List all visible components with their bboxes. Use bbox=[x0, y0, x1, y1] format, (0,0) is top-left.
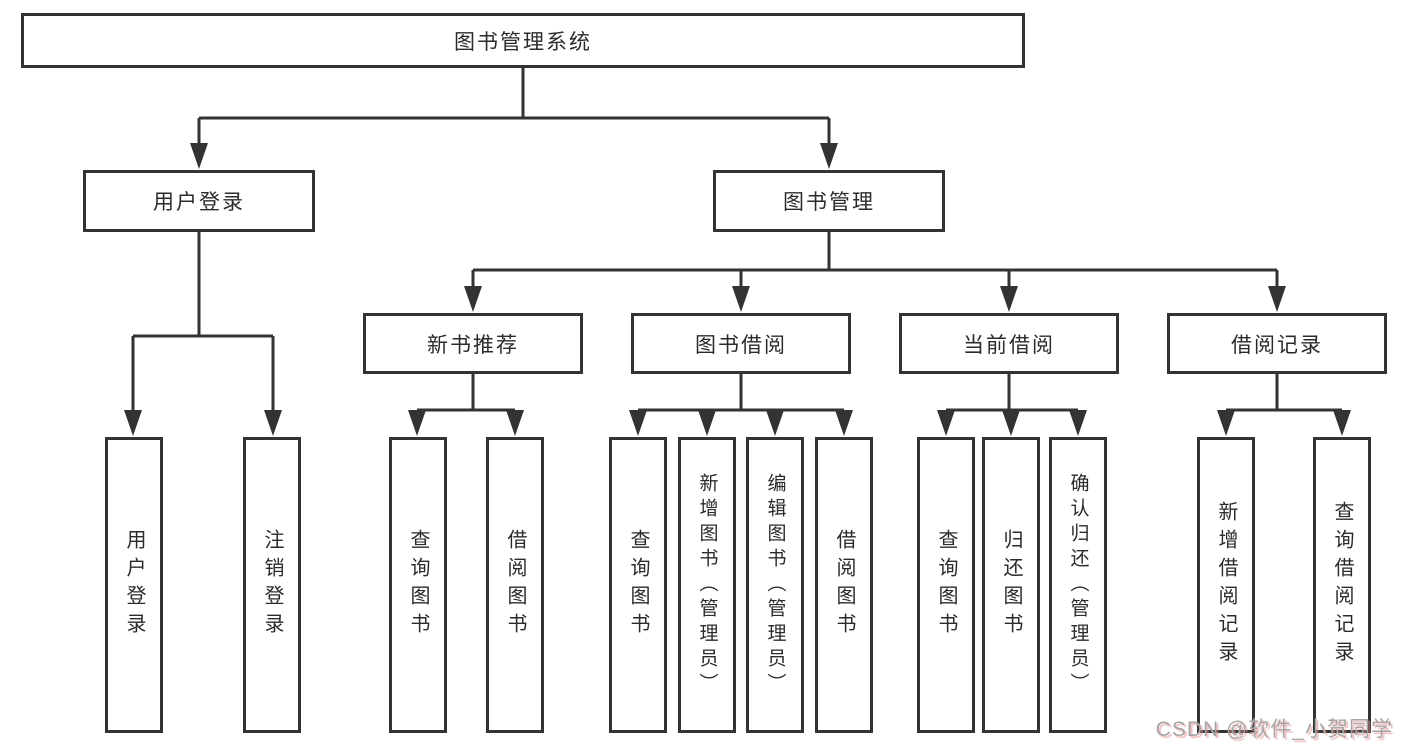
leaf-confirm-return-admin: 确认归还（管理员） bbox=[1049, 437, 1107, 733]
csdn-watermark: CSDN @软件_小贺同学 bbox=[1155, 718, 1393, 741]
leaf-add-borrow-record-label: 新增借阅记录 bbox=[1215, 501, 1237, 669]
leaf-query-book-current-label: 查询图书 bbox=[935, 529, 957, 641]
node-user-login-label: 用户登录 bbox=[153, 191, 245, 214]
leaf-borrow-book-label: 借阅图书 bbox=[833, 529, 855, 641]
node-root: 图书管理系统 bbox=[21, 13, 1025, 68]
leaf-return-book-label: 归还图书 bbox=[1000, 529, 1022, 641]
leaf-query-book-borrow-label: 查询图书 bbox=[627, 529, 649, 641]
leaf-query-book-current: 查询图书 bbox=[917, 437, 975, 733]
node-new-book-recommend-label: 新书推荐 bbox=[427, 333, 519, 357]
leaf-user-login: 用户登录 bbox=[105, 437, 163, 733]
node-borrow-records: 借阅记录 bbox=[1167, 313, 1387, 374]
leaf-user-login-label: 用户登录 bbox=[123, 529, 145, 641]
node-new-book-recommend: 新书推荐 bbox=[363, 313, 583, 374]
node-borrow-records-label: 借阅记录 bbox=[1231, 333, 1323, 357]
leaf-borrow-book-recommend: 借阅图书 bbox=[486, 437, 544, 733]
leaf-borrow-book: 借阅图书 bbox=[815, 437, 873, 733]
leaf-add-book-admin: 新增图书（管理员） bbox=[678, 437, 736, 733]
leaf-borrow-book-recommend-label: 借阅图书 bbox=[504, 529, 526, 641]
leaf-query-book-recommend: 查询图书 bbox=[389, 437, 447, 733]
leaf-logout-label: 注销登录 bbox=[261, 529, 283, 641]
node-root-label: 图书管理系统 bbox=[454, 30, 592, 54]
node-user-login: 用户登录 bbox=[83, 170, 315, 232]
leaf-confirm-return-admin-label: 确认归还（管理员） bbox=[1067, 472, 1089, 698]
leaf-edit-book-admin: 编辑图书（管理员） bbox=[746, 437, 804, 733]
node-book-borrow-label: 图书借阅 bbox=[695, 333, 787, 357]
leaf-add-borrow-record: 新增借阅记录 bbox=[1197, 437, 1255, 733]
node-current-borrow: 当前借阅 bbox=[899, 313, 1119, 374]
leaf-edit-book-admin-label: 编辑图书（管理员） bbox=[764, 472, 786, 698]
leaf-query-book-recommend-label: 查询图书 bbox=[407, 529, 429, 641]
leaf-query-borrow-record-label: 查询借阅记录 bbox=[1331, 501, 1353, 669]
leaf-query-book-borrow: 查询图书 bbox=[609, 437, 667, 733]
leaf-return-book: 归还图书 bbox=[982, 437, 1040, 733]
node-book-management-label: 图书管理 bbox=[783, 191, 875, 214]
node-book-borrow: 图书借阅 bbox=[631, 313, 851, 374]
leaf-add-book-admin-label: 新增图书（管理员） bbox=[696, 472, 718, 698]
node-current-borrow-label: 当前借阅 bbox=[963, 333, 1055, 357]
leaf-query-borrow-record: 查询借阅记录 bbox=[1313, 437, 1371, 733]
leaf-logout: 注销登录 bbox=[243, 437, 301, 733]
node-book-management: 图书管理 bbox=[713, 170, 945, 232]
